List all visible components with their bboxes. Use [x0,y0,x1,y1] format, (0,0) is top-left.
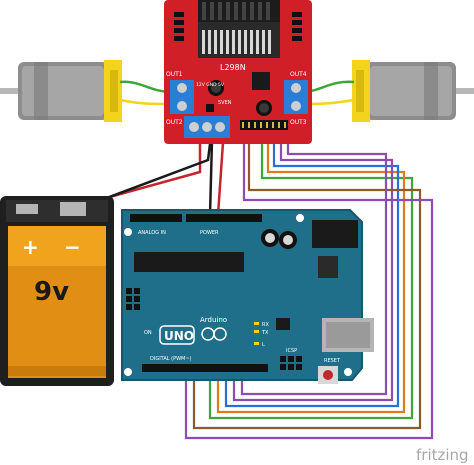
icsp-left [126,288,140,310]
battery-terminal-plus [16,204,38,214]
reset-label: RESET [324,358,341,364]
l298n-driver-board: L298N 5VEN OUT1 OUT2 OUT4 OUT3 12V GND 5… [164,0,312,144]
tx-label: TX [261,330,269,336]
analog-header-top [130,214,182,222]
dc-jack [312,220,358,248]
power-header-top [186,214,262,222]
power-header-label: POWER [200,230,219,236]
chip-label: L298N [220,63,246,72]
uno-logo-box [159,325,195,345]
wire-enb-purple [240,128,388,396]
icsp-label: ICSP [286,348,297,354]
analog-header-label: ANALOG IN [138,230,166,236]
wire-in4-purple [232,128,394,402]
wire-ena-brown [192,128,422,430]
model-label: UNO [164,329,194,343]
wire-in2-orange [216,128,406,414]
wire-ena-purple [184,128,434,440]
signal-wires [184,128,434,440]
battery-9v: + − 9v [0,196,114,386]
brand-label: Arduino [200,316,227,324]
wire-in1-green [208,128,414,420]
digital-header [142,364,268,372]
left-motor [0,60,122,122]
icsp-right [280,356,302,370]
enable-label: 5VEN [218,100,232,106]
label-out2: OUT2 [166,119,183,126]
battery-plus-sign: + [22,235,39,259]
regulator [252,72,270,90]
label-out1: OUT1 [166,71,183,78]
label-power-terminal: 12V GND 5V [196,82,225,88]
right-motor [352,60,474,122]
battery-voltage-label: 9v [34,277,69,307]
digital-header-label: DIGITAL (PWM~) [150,356,192,362]
atmega-chip [134,252,244,272]
label-out4: OUT4 [290,71,307,78]
enable-jumper [206,104,214,112]
fritzing-watermark: fritzing [416,446,469,464]
wire-gnd-black [208,139,214,216]
battery-terminal-minus [60,202,86,216]
label-out3: OUT3 [290,119,307,126]
battery-minus-sign: − [64,235,81,259]
wire-in3-blue [224,128,400,408]
l-label: L [262,342,265,348]
arduino-uno-board: POWER ANALOG IN UNO Arduino TX RX L ON [121,209,374,384]
rx-label: RX [262,322,269,328]
input-header [240,120,288,130]
on-label: ON [144,330,152,336]
